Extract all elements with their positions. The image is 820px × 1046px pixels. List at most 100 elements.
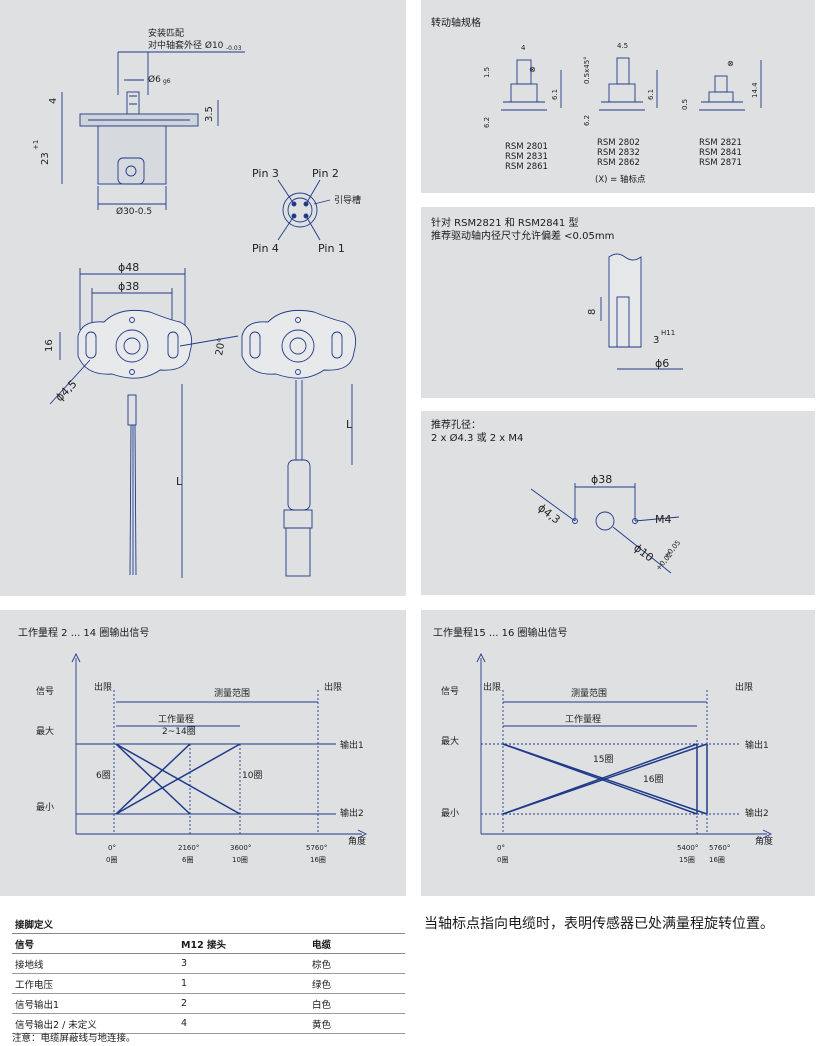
svg-text:出限: 出限	[483, 681, 501, 693]
svg-text:出限: 出限	[94, 681, 112, 693]
svg-text:信号: 信号	[441, 685, 459, 697]
svg-text:0圈: 0圈	[497, 856, 508, 864]
svg-text:输出1: 输出1	[745, 739, 769, 751]
svg-text:4: 4	[521, 44, 526, 52]
pin3-label: Pin 3	[252, 167, 279, 180]
guide-slot-label: 引导槽	[334, 194, 361, 206]
svg-text:6.2: 6.2	[483, 117, 491, 128]
svg-text:⊗: ⊗	[529, 65, 536, 74]
svg-text:最小: 最小	[36, 802, 54, 813]
svg-text:g6: g6	[163, 78, 171, 85]
svg-text:角度: 角度	[348, 835, 366, 847]
shaft-legend: (X) = 轴标点	[595, 175, 646, 185]
shaft-spec-panel: 转动轴规格 ⊗ ⊗ 6.1 6.1 14.4 4 4.5 1.5 0.5x45°…	[421, 0, 815, 193]
tolerance-drawing: 8 3 H11 ϕ6	[587, 253, 683, 370]
svg-text:3: 3	[653, 335, 659, 346]
svg-text:L: L	[346, 418, 353, 431]
svg-text:H11: H11	[661, 329, 675, 337]
mount-sub: 对中轴套外径 Ø10	[148, 39, 224, 51]
svg-text:10圈: 10圈	[242, 770, 262, 781]
svg-text:15圈: 15圈	[679, 856, 695, 864]
svg-text:出限: 出限	[735, 681, 753, 693]
svg-text:ϕ4,5: ϕ4,5	[53, 377, 80, 404]
svg-text:5760°: 5760°	[306, 844, 327, 852]
tolerance-line1: 针对 RSM2821 和 RSM2841 型	[431, 218, 579, 229]
svg-text:+1: +1	[32, 140, 40, 150]
svg-text:ϕ48: ϕ48	[118, 261, 139, 274]
tolerance-panel: 针对 RSM2821 和 RSM2841 型 推荐驱动轴内径尺寸允许偏差 <0.…	[421, 207, 815, 398]
svg-text:6圈: 6圈	[182, 856, 193, 864]
svg-text:ϕ4,3: ϕ4,3	[535, 501, 563, 526]
shaft-drawing: ⊗ ⊗ 6.1 6.1 14.4 4 4.5 1.5 0.5x45° 6.2 6…	[483, 42, 762, 128]
svg-text:1.5: 1.5	[483, 67, 491, 78]
pin2-label: Pin 2	[312, 167, 339, 180]
svg-text:工作量程: 工作量程	[158, 713, 194, 725]
svg-text:16圈: 16圈	[709, 856, 725, 864]
shaft-title: 转动轴规格	[431, 18, 481, 29]
svg-text:ϕ38: ϕ38	[118, 280, 139, 293]
svg-text:0°: 0°	[497, 844, 505, 852]
svg-text:4.5: 4.5	[617, 42, 628, 50]
svg-text:8: 8	[587, 309, 598, 315]
svg-text:M4: M4	[655, 513, 672, 526]
svg-text:6.2: 6.2	[583, 115, 591, 126]
holes-sub: 2 x Ø4.3 或 2 x M4	[431, 433, 524, 444]
graph2-panel: 工作量程15 ... 16 圈输出信号 信号 最大 最小 出限 出限 测量范围 …	[421, 610, 815, 896]
svg-text:10圈: 10圈	[232, 856, 248, 864]
svg-text:最大: 最大	[36, 725, 54, 737]
svg-text:6.1: 6.1	[551, 89, 559, 100]
caption: 当轴标点指向电缆时，表明传感器已处满量程旋转位置。	[424, 916, 774, 932]
svg-text:0圈: 0圈	[106, 856, 117, 864]
svg-text:5760°: 5760°	[709, 844, 730, 852]
svg-text:0.5x45°: 0.5x45°	[583, 56, 591, 84]
pin1-label: Pin 1	[318, 242, 345, 255]
svg-text:出限: 出限	[324, 681, 342, 693]
tolerance-line2: 推荐驱动轴内径尺寸允许偏差 <0.05mm	[431, 231, 615, 242]
graph1-chart: 信号 最大 最小 出限 出限 测量范围 工作量程 2~14圈 输出1 输出2 6…	[36, 652, 368, 864]
graph1-title: 工作量程 2 ... 14 圈输出信号	[18, 628, 150, 639]
svg-text:5400°: 5400°	[677, 844, 698, 852]
svg-text:3.5: 3.5	[204, 106, 215, 122]
svg-text:L: L	[176, 475, 183, 488]
col-signal: 信号	[12, 933, 178, 954]
pin-table-title: 接脚定义	[12, 914, 405, 934]
dim-phi6: Ø6	[148, 74, 161, 85]
svg-text:最小: 最小	[441, 808, 459, 819]
svg-text:角度: 角度	[755, 835, 773, 847]
holes-drawing: ϕ38 ϕ4,3 M4 ϕ10 +0,05 +0,02	[530, 473, 682, 574]
col-cable: 电缆	[309, 933, 405, 954]
svg-text:测量范围: 测量范围	[214, 687, 250, 699]
sensor-drawing: 安装匹配 对中轴套外径 Ø10 -0.03 Ø6 g6 4 23 +1 3.5 …	[32, 27, 361, 578]
svg-text:⊗: ⊗	[727, 59, 734, 68]
svg-text:0.5: 0.5	[681, 99, 689, 110]
mount-tol: -0.03	[226, 45, 242, 52]
svg-text:16: 16	[44, 339, 55, 352]
col-m12: M12 接头	[178, 933, 309, 954]
svg-text:15圈: 15圈	[593, 754, 613, 765]
svg-text:4: 4	[48, 98, 59, 104]
holes-title: 推荐孔径：	[431, 420, 481, 431]
svg-text:测量范围: 测量范围	[571, 687, 607, 699]
svg-text:输出2: 输出2	[745, 807, 769, 819]
svg-text:最大: 最大	[441, 735, 459, 747]
svg-text:+0,02: +0,02	[654, 551, 674, 573]
holes-panel: 推荐孔径： 2 x Ø4.3 或 2 x M4 ϕ38 ϕ4,3 M4 ϕ10 …	[421, 411, 815, 595]
svg-text:23: 23	[40, 152, 51, 165]
svg-text:6圈: 6圈	[96, 770, 111, 781]
svg-text:工作量程: 工作量程	[565, 713, 601, 725]
graph2-title: 工作量程15 ... 16 圈输出信号	[433, 628, 568, 639]
svg-text:6.1: 6.1	[647, 89, 655, 100]
svg-text:3600°: 3600°	[230, 844, 251, 852]
svg-text:ϕ6: ϕ6	[655, 357, 669, 370]
svg-text:0°: 0°	[108, 844, 116, 852]
graph1-panel: 工作量程 2 ... 14 圈输出信号 信号 最大 最小 出限 出限 测量范围 …	[0, 610, 406, 896]
svg-text:2160°: 2160°	[178, 844, 199, 852]
svg-text:输出1: 输出1	[340, 739, 364, 751]
